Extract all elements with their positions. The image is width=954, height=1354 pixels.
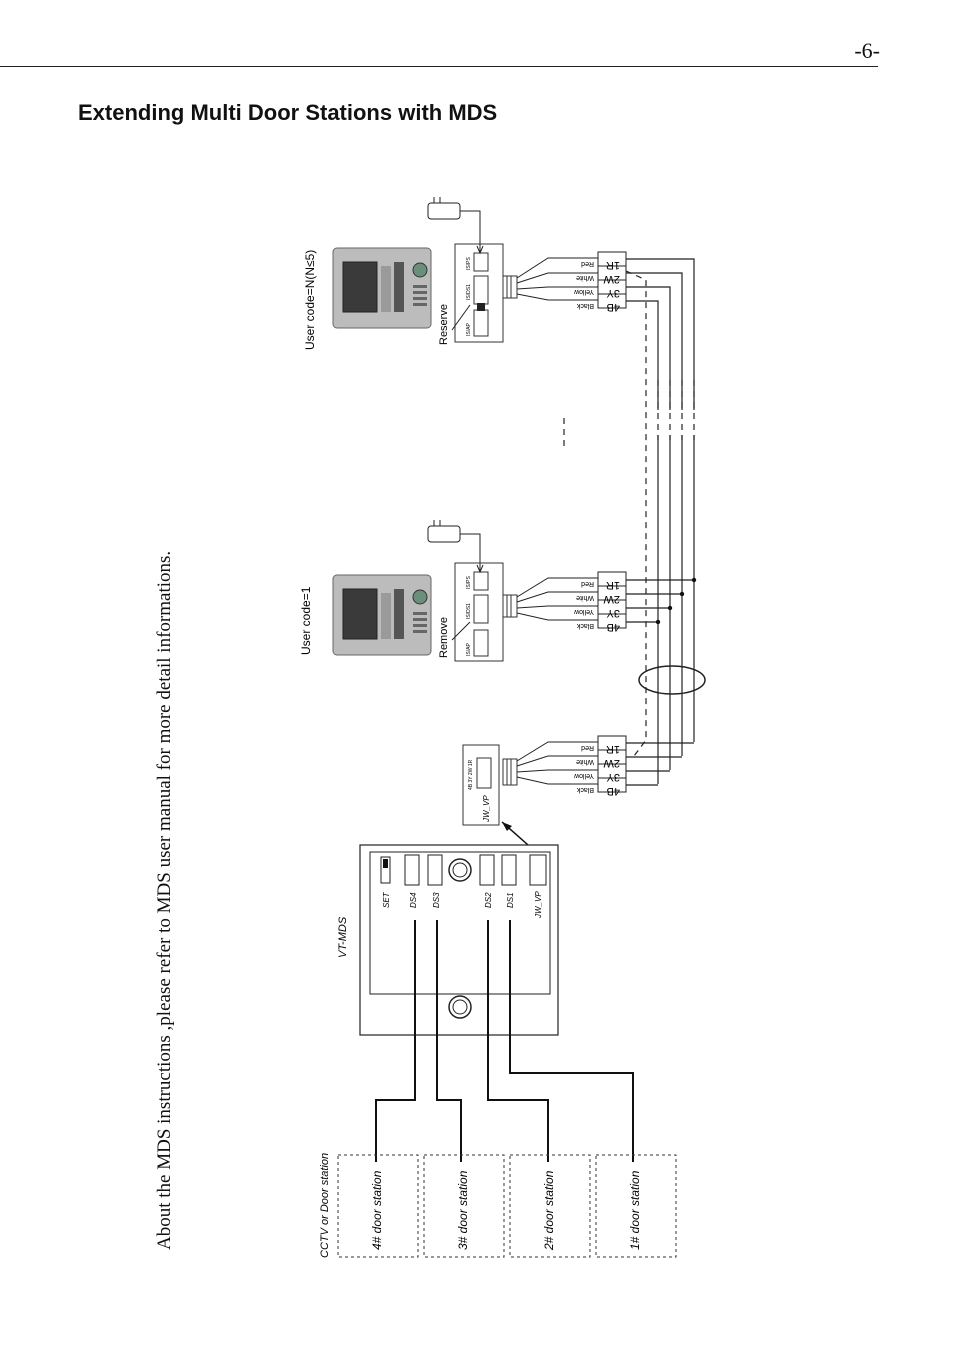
mds-manual-note: About the MDS instructions ,please refer…	[154, 551, 175, 1250]
wire-color-yellow-top: Yellow	[573, 288, 594, 295]
monitor-1-terminal-board	[454, 562, 504, 662]
wire-color-red-top: Red	[581, 260, 594, 267]
bus-wire-continuation	[563, 270, 695, 757]
port-ps-label-1: IS/PS	[466, 576, 472, 589]
reserve-label: Reserve	[438, 304, 450, 345]
wire-num-2w-top: 2W	[603, 273, 620, 285]
header-rule	[0, 66, 878, 67]
port-ds1-label: DS1	[506, 892, 515, 908]
power-adapter-1	[427, 520, 484, 574]
vt-mds-unit	[359, 844, 559, 1036]
wire-num-1r-bot: 1R	[606, 743, 620, 755]
user-code-1-label: User code=1	[299, 586, 313, 655]
wire-num-3y-top: 3Y	[606, 287, 620, 299]
port-ds2-label: DS2	[484, 892, 493, 908]
wire-num-1r-mid: 1R	[606, 579, 620, 591]
wire-color-black-top: Black	[576, 302, 594, 309]
door-station-3: 3# door station	[456, 1170, 470, 1250]
wire-color-white-bot: White	[576, 758, 594, 765]
port-ps-label-n: IS/PS	[466, 257, 472, 270]
wire-num-2w-bot: 2W	[603, 757, 620, 769]
port-ds3-label: DS3	[432, 892, 441, 908]
bus-junction-dots	[655, 577, 697, 625]
jw-vp-connector	[462, 744, 518, 826]
power-adapter-n	[427, 197, 484, 255]
wire-num-4b-top: 4B	[607, 301, 620, 313]
wire-color-yellow-bot: Yellow	[573, 772, 594, 779]
page-number: -6-	[854, 38, 880, 63]
port-set-label: SET	[382, 891, 391, 908]
port-ds-label-1: IS/DS1	[466, 603, 472, 619]
wire-color-red-bot: Red	[581, 744, 594, 751]
jw-vp-label: JW_VP	[482, 795, 491, 823]
port-ap-label-n: IS/AP	[466, 323, 472, 336]
cable-bundle-ring	[638, 665, 706, 695]
cable-leads	[516, 257, 598, 785]
wire-num-3y-bot: 3Y	[606, 771, 620, 783]
wire-num-4b-mid: 4B	[607, 621, 620, 633]
wire-color-white-mid: White	[576, 594, 594, 601]
wire-box-group-bottom	[597, 735, 627, 793]
door-station-1: 1# door station	[628, 1170, 642, 1250]
indoor-monitor-n	[332, 247, 432, 329]
port-jwvp-label: JW_VP	[534, 891, 543, 919]
reserve-pointer	[451, 304, 471, 331]
user-code-n-label: User code=N(N≤5)	[303, 250, 317, 350]
door-station-boxes	[337, 1154, 677, 1258]
door-station-2: 2# door station	[542, 1170, 556, 1251]
port-ap-label-1: IS/AP	[466, 643, 472, 656]
door-station-4: 4# door station	[370, 1170, 384, 1250]
remove-label: Remove	[438, 617, 450, 658]
wire-num-4b-bot: 4B	[607, 785, 620, 797]
wire-color-black-mid: Black	[576, 622, 594, 629]
wire-num-2w-mid: 2W	[603, 593, 620, 605]
wire-color-red-mid: Red	[581, 580, 594, 587]
wire-box-group-top	[597, 251, 627, 309]
monitor-n-connector	[502, 275, 518, 299]
wire-num-3y-mid: 3Y	[606, 607, 620, 619]
port-ds4-label: DS4	[409, 892, 418, 908]
wire-color-yellow-mid: Yellow	[573, 608, 594, 615]
jw-vp-pins: 4B 3Y 2W 1R	[468, 759, 474, 790]
bus-wires	[626, 258, 695, 786]
door-station-wires	[375, 920, 634, 1162]
wire-num-1r-top: 1R	[606, 259, 620, 271]
page-title: Extending Multi Door Stations with MDS	[78, 100, 498, 125]
indoor-monitor-1	[332, 574, 432, 656]
port-ds-label-n: IS/DS1	[466, 284, 472, 300]
wire-color-white-top: White	[576, 274, 594, 281]
wire-box-group-middle	[597, 571, 627, 629]
vt-mds-label: VT-MDS	[337, 916, 349, 958]
monitor-1-connector	[502, 594, 518, 618]
wire-color-black-bot: Black	[576, 786, 594, 793]
monitor-n-terminal-board	[454, 243, 504, 343]
door-station-group-label: CCTV or Door station	[319, 1153, 331, 1258]
remove-pointer	[451, 621, 471, 641]
